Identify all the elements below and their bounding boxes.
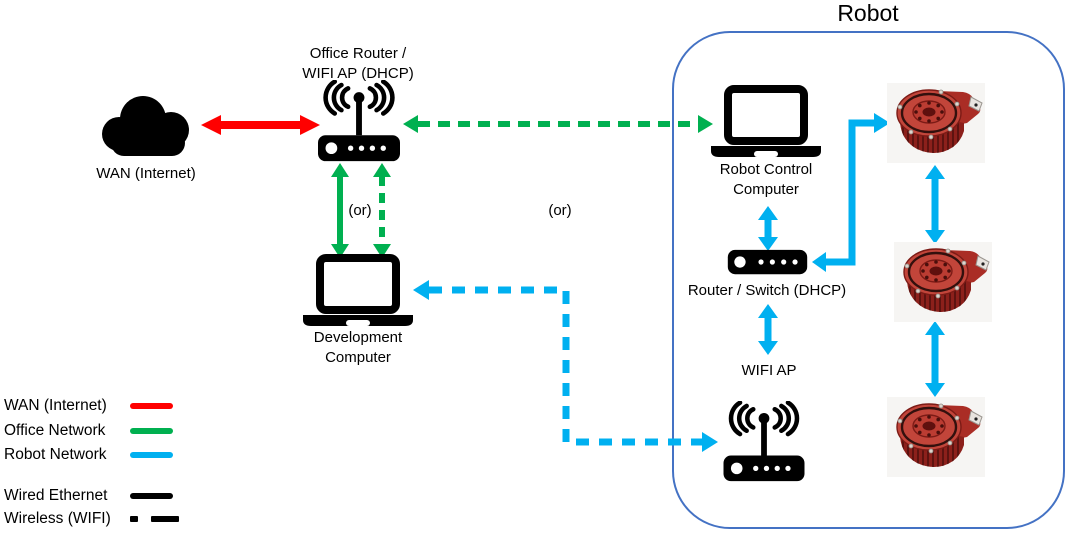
legend-label-office: Office Network [4, 422, 106, 439]
network-switch-icon [727, 249, 808, 275]
office-router-label: Office Router / WIFI AP (DHCP) [302, 45, 414, 82]
cloud-icon [95, 92, 199, 158]
office-router-icon [317, 80, 401, 162]
legend-label-robot: Robot Network [4, 446, 107, 463]
robot-enclosure-box [672, 31, 1065, 529]
legend-swatch-office [130, 428, 173, 434]
legend-swatch-wired [130, 493, 173, 499]
development-computer-label: Development Computer [313, 329, 403, 366]
office-wired-arrow [331, 163, 349, 258]
legend-swatch-wireless [130, 516, 179, 522]
wifi-ap-icon [721, 401, 807, 482]
or-annotation-middle: (or) [548, 202, 572, 219]
robot-control-computer-label: Robot Control Computer [719, 161, 813, 198]
robot-box-title: Robot [837, 0, 899, 26]
legend-swatch-wan [130, 403, 173, 409]
wan-label: WAN (Internet) [96, 165, 196, 182]
or-annotation-left: (or) [348, 202, 372, 219]
robot-control-computer-icon [711, 85, 821, 159]
wan-link-arrow [201, 115, 320, 135]
legend-label-wan: WAN (Internet) [4, 397, 107, 414]
office-to-robot-arrow [403, 115, 713, 133]
office-wireless-arrow [373, 163, 391, 258]
switch-label: Router / Switch (DHCP) [687, 282, 847, 299]
robot-actuator-image-2 [894, 242, 992, 322]
robot-actuator-image-3 [887, 397, 985, 477]
legend-label-wireless: Wireless (WIFI) [4, 510, 111, 527]
legend-label-wired: Wired Ethernet [4, 487, 108, 504]
legend-swatch-robot [130, 452, 173, 458]
development-computer-icon [303, 254, 413, 328]
wifi-ap-label: WIFI AP [741, 362, 797, 379]
robot-actuator-image-1 [887, 83, 985, 163]
